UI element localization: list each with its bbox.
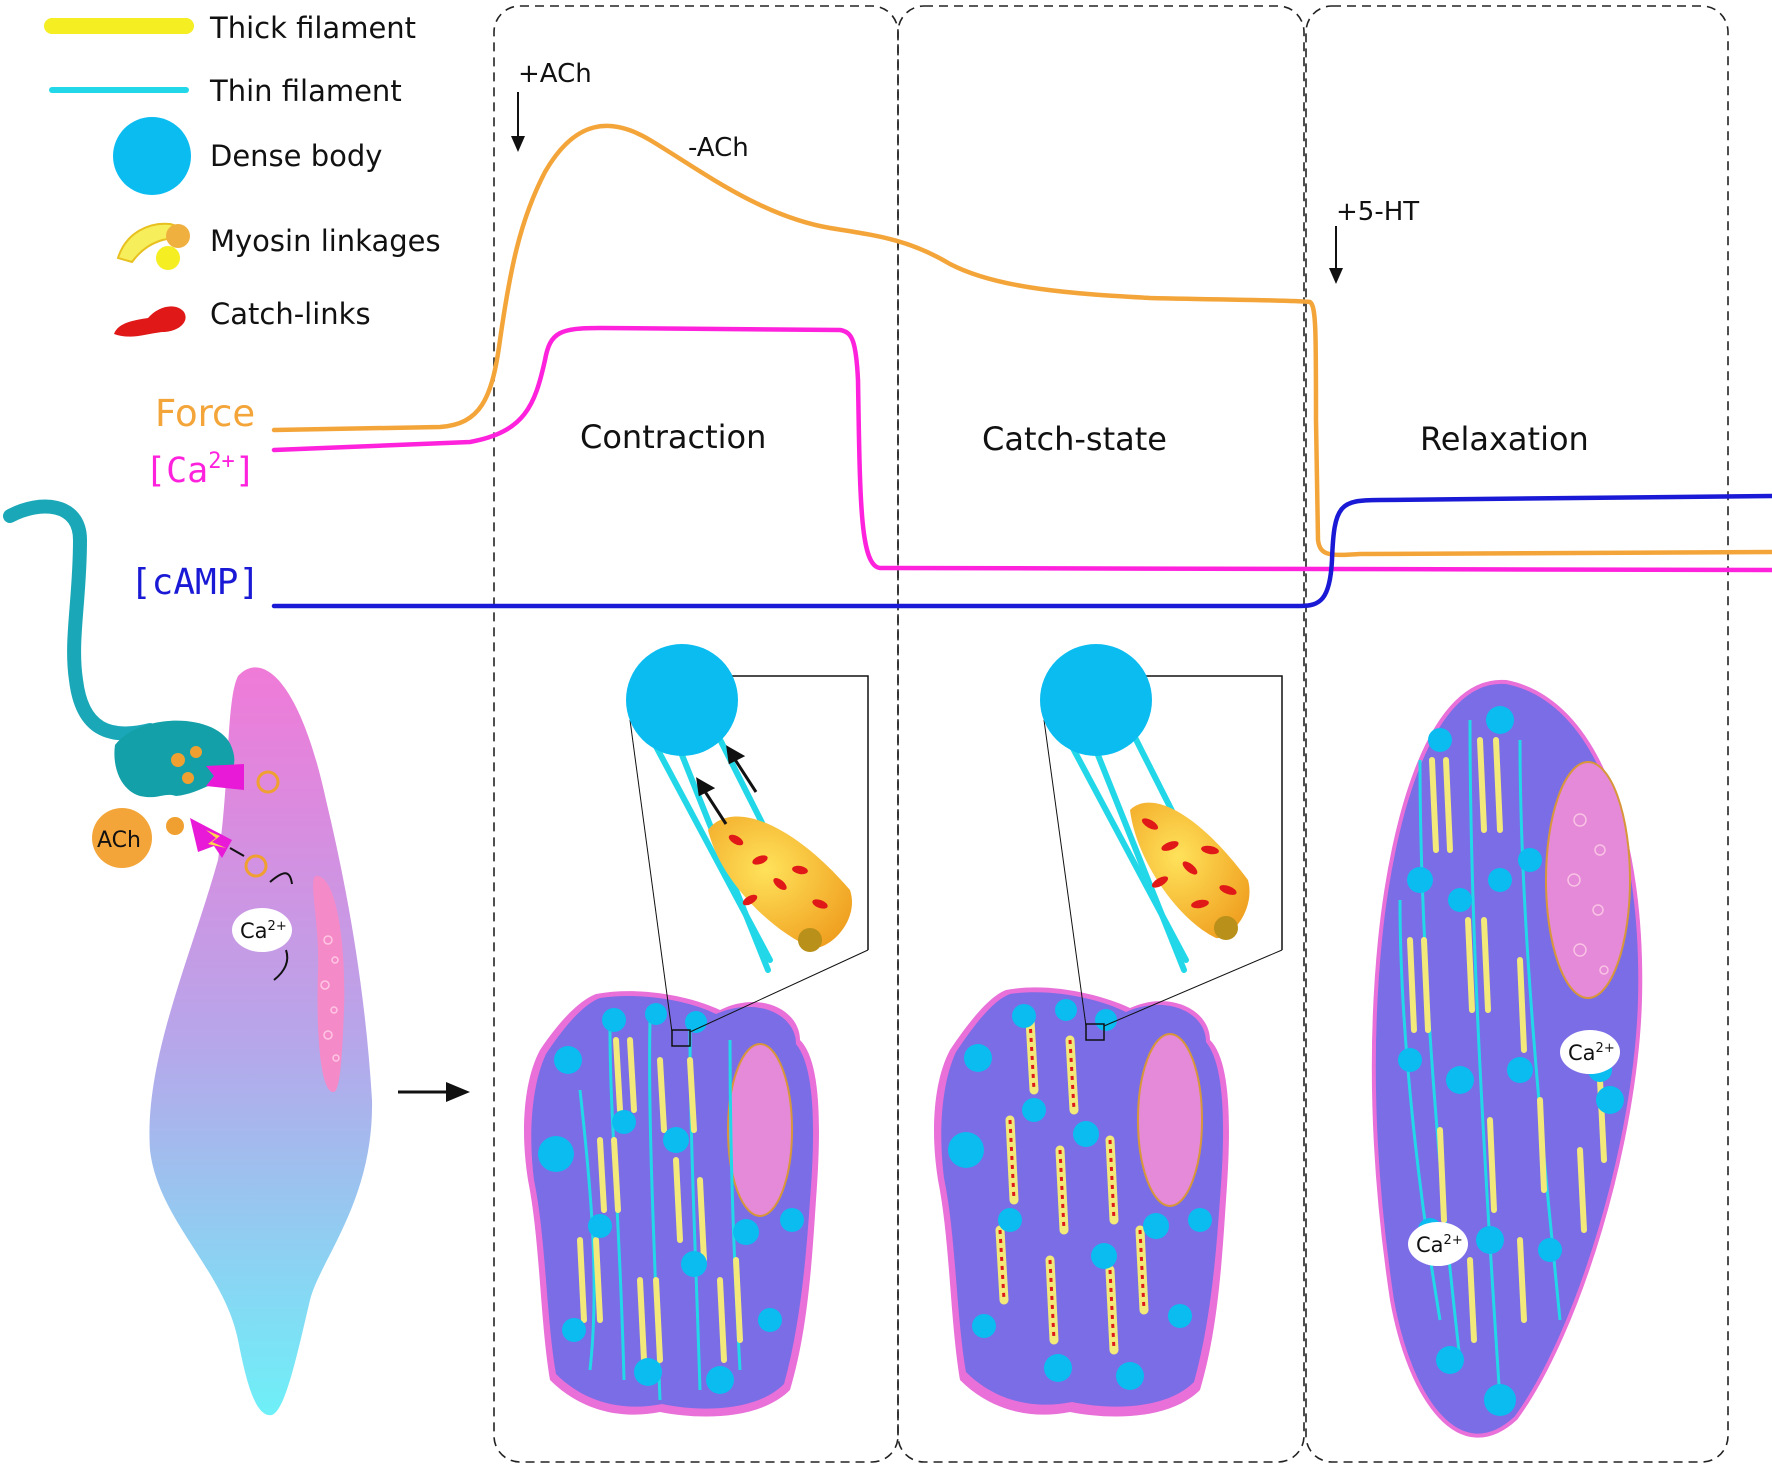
bound-receptor — [190, 818, 232, 858]
calcium-bubble — [1560, 1030, 1620, 1074]
relaxed-nucleus — [1545, 761, 1631, 999]
dense-bodies — [538, 1003, 804, 1394]
legend: Thick filament Thin filament Dense body … — [44, 11, 441, 337]
curved-arrow — [269, 872, 293, 885]
signal-arrow — [229, 847, 245, 857]
zoom-box — [1085, 1023, 1105, 1041]
contraction-cell — [524, 719, 869, 1417]
myosin-linkage-icon — [116, 222, 190, 270]
catch-links — [1141, 818, 1237, 909]
catch-link-icon — [114, 306, 186, 337]
nucleus-vesicles — [320, 935, 340, 1062]
catch-link-dashes — [998, 1019, 1146, 1351]
dense-body-swatch — [113, 117, 191, 195]
legend-thin-filament: Thin filament — [209, 74, 402, 108]
contraction-inset — [626, 644, 869, 973]
calcium-label: [Ca2+] — [145, 449, 256, 491]
resting-muscle-cell: ACh Ca2+ — [3, 499, 373, 1416]
inset-dense-body — [626, 644, 738, 756]
zoom-line — [629, 719, 673, 1033]
nucleus-vesicles — [1567, 813, 1609, 975]
nerve-fiber — [3, 499, 157, 741]
transition-arrowhead — [446, 1082, 470, 1102]
zoom-box — [671, 1029, 691, 1047]
ach-molecule — [92, 808, 152, 868]
channel-ring — [256, 770, 280, 794]
vesicle — [182, 772, 194, 784]
contraction-nucleus — [727, 1043, 793, 1217]
calcium-text: Ca2+ — [1416, 1233, 1463, 1257]
force-label: Force — [155, 392, 255, 435]
catch-nucleus — [1137, 1033, 1203, 1207]
camp-label: [cAMP] — [130, 562, 260, 603]
serotonin-arrowhead — [1329, 268, 1343, 284]
legend-myosin-linkages: Myosin linkages — [210, 224, 441, 258]
calcium-bubble — [1408, 1222, 1468, 1266]
calcium-trace — [271, 325, 1772, 573]
calcium-text: Ca2+ — [1568, 1041, 1615, 1065]
zoom-line — [1043, 719, 1087, 1027]
ach-on-arrowhead — [511, 136, 525, 152]
contraction-panel — [493, 5, 899, 1463]
thick-filaments — [1407, 737, 1607, 1343]
lightning-icon — [206, 830, 226, 848]
relaxation-label: Relaxation — [1420, 420, 1589, 458]
relaxation-panel — [1305, 5, 1729, 1463]
vesicle — [171, 753, 185, 767]
ach-ligand — [166, 817, 184, 835]
legend-catch-links: Catch-links — [210, 297, 371, 331]
spindle-cell — [149, 667, 373, 1416]
sliding-arrows — [696, 745, 758, 825]
catch-state-label: Catch-state — [982, 420, 1167, 458]
contraction-label: Contraction — [580, 418, 766, 456]
curved-arrow — [273, 949, 289, 981]
catch-links — [728, 834, 828, 909]
dense-bodies — [948, 999, 1212, 1390]
catch-state-inset — [1040, 644, 1283, 973]
ach-label: ACh — [97, 828, 141, 853]
inset-dense-body — [1040, 644, 1152, 756]
serotonin-label: +5-HT — [1336, 197, 1419, 227]
legend-thick-filament: Thick filament — [209, 11, 416, 45]
channel-ring — [244, 854, 268, 878]
zoom-line — [689, 949, 869, 1033]
catch-state-cell — [934, 719, 1283, 1417]
inset-frame — [730, 675, 869, 950]
camp-trace — [271, 493, 1772, 609]
event-markers: +ACh -ACh +5-HT — [511, 59, 1419, 284]
force-trace — [271, 123, 1772, 558]
thick-filaments — [577, 1037, 743, 1363]
phase-panels — [493, 5, 1729, 1463]
traces — [271, 123, 1772, 609]
calcium-bubble — [232, 908, 292, 952]
zoom-line — [1103, 949, 1283, 1027]
calcium-text: Ca2+ — [240, 919, 287, 943]
vesicle — [190, 746, 202, 758]
ach-on-label: +ACh — [518, 59, 592, 89]
catch-state-panel — [897, 5, 1305, 1463]
legend-dense-body: Dense body — [210, 139, 382, 173]
relaxation-cell: Ca2+ Ca2+ — [1371, 679, 1643, 1438]
inset-frame — [1146, 675, 1283, 950]
ach-off-label: -ACh — [688, 133, 749, 163]
ach-receptor — [206, 764, 244, 790]
